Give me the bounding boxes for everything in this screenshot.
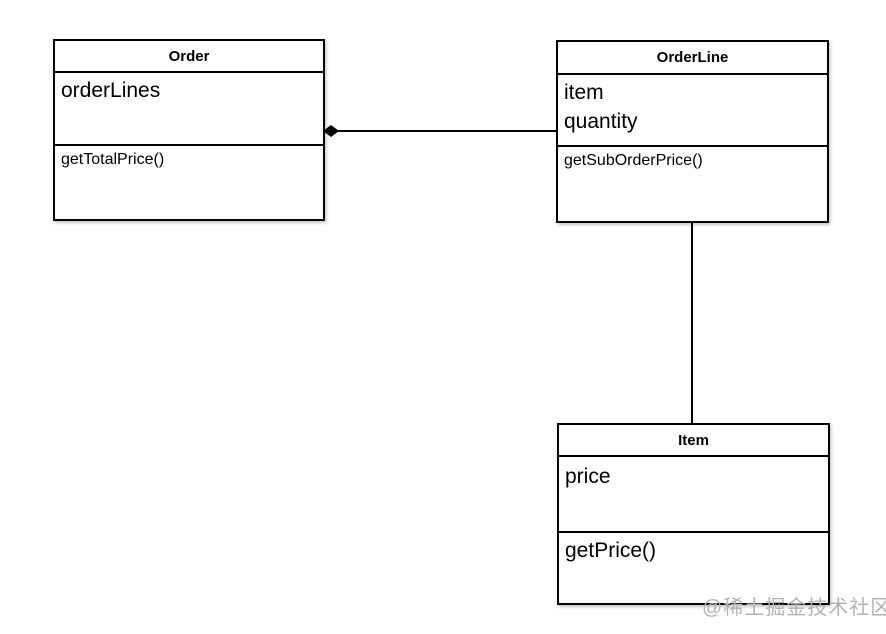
method-gettotalprice: getTotalPrice(): [61, 151, 165, 168]
attribute-quantity: quantity: [564, 110, 638, 133]
method-getprice: getPrice(): [565, 539, 657, 562]
class-box-orderline: OrderLine item quantity getSubOrderPrice…: [556, 40, 829, 223]
association-connector-line: [691, 223, 693, 423]
class-title-item: Item: [559, 425, 828, 457]
attribute-item: item: [564, 81, 604, 104]
class-title-order: Order: [55, 41, 323, 73]
watermark: @稀土掘金技术社区: [702, 597, 886, 619]
composition-connector-line: [337, 130, 556, 132]
class-attributes-orderline: item quantity: [558, 75, 827, 147]
attribute-orderlines: orderLines: [61, 79, 161, 102]
class-box-item: Item price getPrice(): [557, 423, 830, 605]
class-attributes-order: orderLines: [55, 73, 323, 146]
attribute-price: price: [565, 465, 611, 488]
method-getsuborderprice: getSubOrderPrice(): [564, 152, 703, 169]
class-attributes-item: price: [559, 457, 828, 533]
composition-diamond-icon: [323, 125, 339, 137]
class-methods-orderline: getSubOrderPrice(): [558, 147, 827, 221]
class-methods-item: getPrice(): [559, 533, 828, 603]
class-box-order: Order orderLines getTotalPrice(): [53, 39, 325, 221]
class-methods-order: getTotalPrice(): [55, 146, 323, 219]
class-title-orderline: OrderLine: [558, 42, 827, 75]
